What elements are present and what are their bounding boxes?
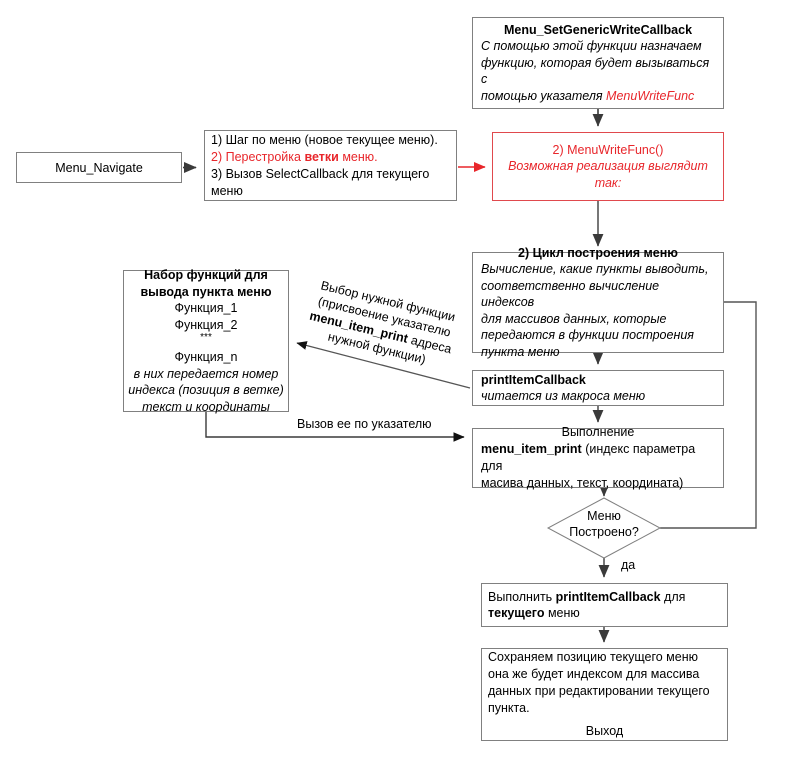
- function-item-2: Функция_2: [174, 317, 238, 332]
- final-line-1-tail: для: [660, 589, 686, 604]
- node-body-line-1: С помощью этой функции назначаем: [481, 39, 702, 54]
- node-title: Menu_SetGenericWriteCallback: [503, 22, 693, 37]
- node-title: 2) Цикл построения меню: [518, 245, 678, 260]
- edge-label-call-by-pointer: Вызов ее по указателю: [297, 417, 432, 431]
- step-line-1: 1) Шаг по меню (новое текущее меню).: [211, 132, 438, 147]
- node-body-line-2: соответственно вычисление индексов: [481, 278, 660, 310]
- exec-line-2: menu_item_print (индекс параметра для: [481, 441, 715, 475]
- step-line-2-bold: ветки: [304, 149, 339, 164]
- node-body-line-3: помощью указателя MenuWriteFunc: [481, 88, 715, 105]
- step-line-3: 3) Вызов SelectCallback для текущего: [211, 166, 430, 181]
- node-title: printItemCallback: [481, 372, 586, 387]
- edge-label-yes: да: [621, 558, 636, 572]
- function-item-n: Функция_n: [174, 350, 238, 364]
- node-body: читается из макроса меню: [481, 389, 646, 403]
- step-line-4: меню: [211, 183, 243, 198]
- node-do-final-callback[interactable]: Выполнить printItemCallback для текущего…: [481, 583, 728, 627]
- node-title-line-1: Набор функций для: [144, 268, 268, 282]
- exec-line-1: Выполнение: [561, 425, 635, 439]
- node-body-line-1: Вычисление, какие пункты выводить,: [481, 262, 709, 277]
- function-note-line-2: индекса (позиция в ветке): [128, 383, 284, 397]
- function-ellipsis: ***: [200, 332, 212, 343]
- decision-line-2: Построено?: [569, 525, 639, 539]
- node-label: Menu_Navigate: [55, 160, 143, 175]
- save-line-2: она же будет индексом для массива: [488, 667, 700, 681]
- final-line-1: Выполнить printItemCallback для: [488, 589, 721, 606]
- save-line-4: пункта.: [488, 701, 530, 715]
- save-line-3: данных при редактировании текущего: [488, 684, 710, 698]
- node-menu-write-func[interactable]: 2) MenuWriteFunc() Возможная реализация …: [492, 132, 724, 201]
- menu-write-func-ref: MenuWriteFunc: [606, 88, 695, 103]
- final-line-2: текущего меню: [488, 605, 721, 622]
- node-print-item-callback[interactable]: printItemCallback читается из макроса ме…: [472, 370, 724, 406]
- exec-line-3: масива данных, текст, координата): [481, 476, 684, 490]
- exec-line-2-tail: (индекс параметра для: [481, 442, 696, 473]
- node-body-line-2: функцию, которая будет вызываться с: [481, 55, 710, 87]
- final-line-2-tail: меню: [544, 606, 580, 620]
- step-line-2: 2) Перестройка ветки меню.: [211, 149, 450, 166]
- final-line-2-bold: текущего: [488, 606, 545, 620]
- node-set-generic-write-callback[interactable]: Menu_SetGenericWriteCallback С помощью э…: [472, 17, 724, 109]
- function-note-line-3: текст и координаты: [142, 399, 270, 414]
- step-line-2-tail: меню.: [338, 149, 378, 164]
- node-menu-navigate[interactable]: Menu_Navigate: [16, 152, 182, 183]
- edge-label-choose-function: Выбор нужной функции (присвоение указате…: [285, 272, 480, 377]
- node-body-line-2: так:: [594, 175, 622, 190]
- node-build-loop[interactable]: 2) Цикл построения меню Вычисление, каки…: [472, 246, 724, 359]
- function-note-line-1: в них передается номер: [133, 366, 279, 381]
- save-exit-label: Выход: [585, 724, 624, 738]
- node-navigate-steps[interactable]: 1) Шаг по меню (новое текущее меню). 2) …: [204, 130, 457, 201]
- final-line-1-prefix: Выполнить: [488, 589, 556, 604]
- node-body-line-3: для массивов данных, которые: [481, 311, 667, 326]
- step-line-2-num: 2) Перестройка: [211, 149, 305, 164]
- save-line-1: Сохраняем позицию текущего меню: [488, 650, 698, 664]
- node-title: 2) MenuWriteFunc(): [552, 142, 664, 157]
- function-item-1: Функция_1: [174, 301, 238, 315]
- node-body-line-5: пункта меню: [481, 344, 560, 359]
- node-execute-menu-item-print[interactable]: Выполнение menu_item_print (индекс парам…: [472, 425, 724, 490]
- decision-line-1: Меню: [587, 509, 621, 523]
- node-body-line-1: Возможная реализация выглядит: [508, 159, 708, 174]
- node-body-line-4: передаются в функции построения: [481, 328, 694, 343]
- node-function-set[interactable]: Набор функций для вывода пункта меню Фун…: [123, 268, 289, 414]
- node-title-line-2: вывода пункта меню: [140, 284, 272, 299]
- decision-label: Меню Построено?: [548, 508, 660, 540]
- menu-item-print-ref: menu_item_print: [481, 442, 582, 456]
- node-body-line-3-prefix: помощью указателя: [481, 88, 607, 103]
- node-save-position[interactable]: Сохраняем позицию текущего меню она же б…: [481, 648, 728, 741]
- print-item-callback-ref: printItemCallback: [555, 589, 661, 604]
